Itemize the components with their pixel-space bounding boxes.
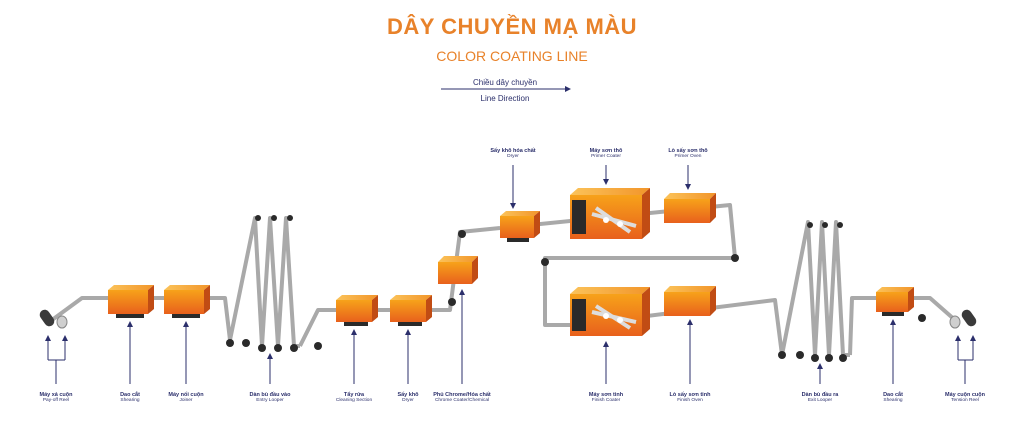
label-en: Pay-off Reel [42, 398, 70, 404]
callout-arrows [45, 165, 976, 384]
label-en: Primer Coater [591, 154, 621, 160]
unit-finish-coater [570, 287, 650, 336]
label-vn: Máy xả cuộn [39, 392, 73, 398]
label-dryer-1: Sấy khô Dryer [353, 392, 463, 404]
label-en: Tension Reel [951, 398, 979, 404]
line-direction-vn: Chiều dây chuyền [472, 78, 538, 87]
label-vn: Máy nối cuộn [168, 392, 204, 398]
label-en: Entry Looper [256, 398, 284, 404]
unit-chrome-coater [438, 256, 478, 284]
label-en: Cleaning Section [335, 398, 373, 404]
label-shearing-1: Dao cắt Shearing [75, 392, 185, 404]
label-en: Finish Coater [591, 398, 621, 404]
diagram-subtitle: COLOR COATING LINE [436, 48, 588, 64]
label-vn: Dàn bù đầu vào [249, 392, 291, 398]
unit-primer-coater [570, 188, 650, 239]
label-vn: Lò sấy sơn tinh [669, 392, 711, 398]
unit-dryer-2 [500, 211, 540, 242]
label-en: Shearing [883, 398, 903, 404]
label-dryer-2: Sấy khô hóa chất Dryer [458, 148, 568, 160]
label-chrome-coater: Phủ Chrome/Hóa chất Chrome Coater/Chemic… [407, 392, 517, 404]
label-pay-off-reel: Máy xả cuộn Pay-off Reel [1, 392, 111, 404]
unit-primer-oven [664, 193, 716, 223]
label-en: Primer Oven [674, 154, 702, 160]
label-en: Dryer [507, 154, 519, 160]
pay-off-reel-icon [39, 309, 68, 329]
unit-joiner [164, 285, 210, 318]
unit-shearing-1 [108, 285, 154, 318]
label-en: Finish Oven [677, 398, 703, 404]
label-vn: Dao cắt [883, 392, 903, 398]
label-finish-coater: Máy sơn tinh Finish Coater [551, 392, 661, 404]
line-direction-en: Line Direction [480, 94, 530, 103]
label-vn: Dao cắt [120, 392, 140, 398]
label-vn: Máy sơn thô [589, 148, 623, 154]
label-exit-looper: Dàn bù đầu ra Exit Looper [765, 392, 875, 404]
label-en: Exit Looper [807, 398, 833, 404]
unit-finish-oven [664, 286, 716, 316]
label-vn: Dàn bù đầu ra [801, 392, 839, 398]
rollers [226, 215, 926, 362]
label-primer-oven: Lò sấy sơn thô Primer Oven [633, 148, 743, 160]
label-en: Joiner [179, 398, 193, 404]
label-vn: Máy sơn tinh [588, 392, 624, 398]
diagram-title: DÂY CHUYỀN MẠ MÀU [386, 14, 638, 39]
label-joiner: Máy nối cuộn Joiner [131, 392, 241, 404]
label-vn: Sấy khô hóa chất [490, 148, 536, 154]
unit-shearing-2 [876, 287, 914, 316]
label-finish-oven: Lò sấy sơn tinh Finish Oven [635, 392, 745, 404]
label-shearing-2: Dao cắt Shearing [838, 392, 948, 404]
label-vn: Tẩy rửa [343, 392, 365, 398]
tension-reel-icon [949, 309, 977, 329]
label-vn: Máy cuộn cuộn [944, 392, 986, 398]
label-en: Chrome Coater/Chemical [434, 398, 490, 404]
label-vn: Lò sấy sơn thô [668, 148, 708, 154]
label-tension-reel: Máy cuộn cuộn Tension Reel [910, 392, 1020, 404]
label-primer-coater: Máy sơn thô Primer Coater [551, 148, 661, 160]
label-vn: Sấy khô [397, 392, 419, 398]
label-en: Dryer [402, 398, 414, 404]
label-cleaning: Tẩy rửa Cleaning Section [299, 392, 409, 404]
unit-cleaning [336, 295, 378, 326]
unit-dryer-1 [390, 295, 432, 326]
label-en: Shearing [120, 398, 140, 404]
label-entry-looper: Dàn bù đầu vào Entry Looper [215, 392, 325, 404]
label-vn: Phủ Chrome/Hóa chất [433, 392, 491, 398]
